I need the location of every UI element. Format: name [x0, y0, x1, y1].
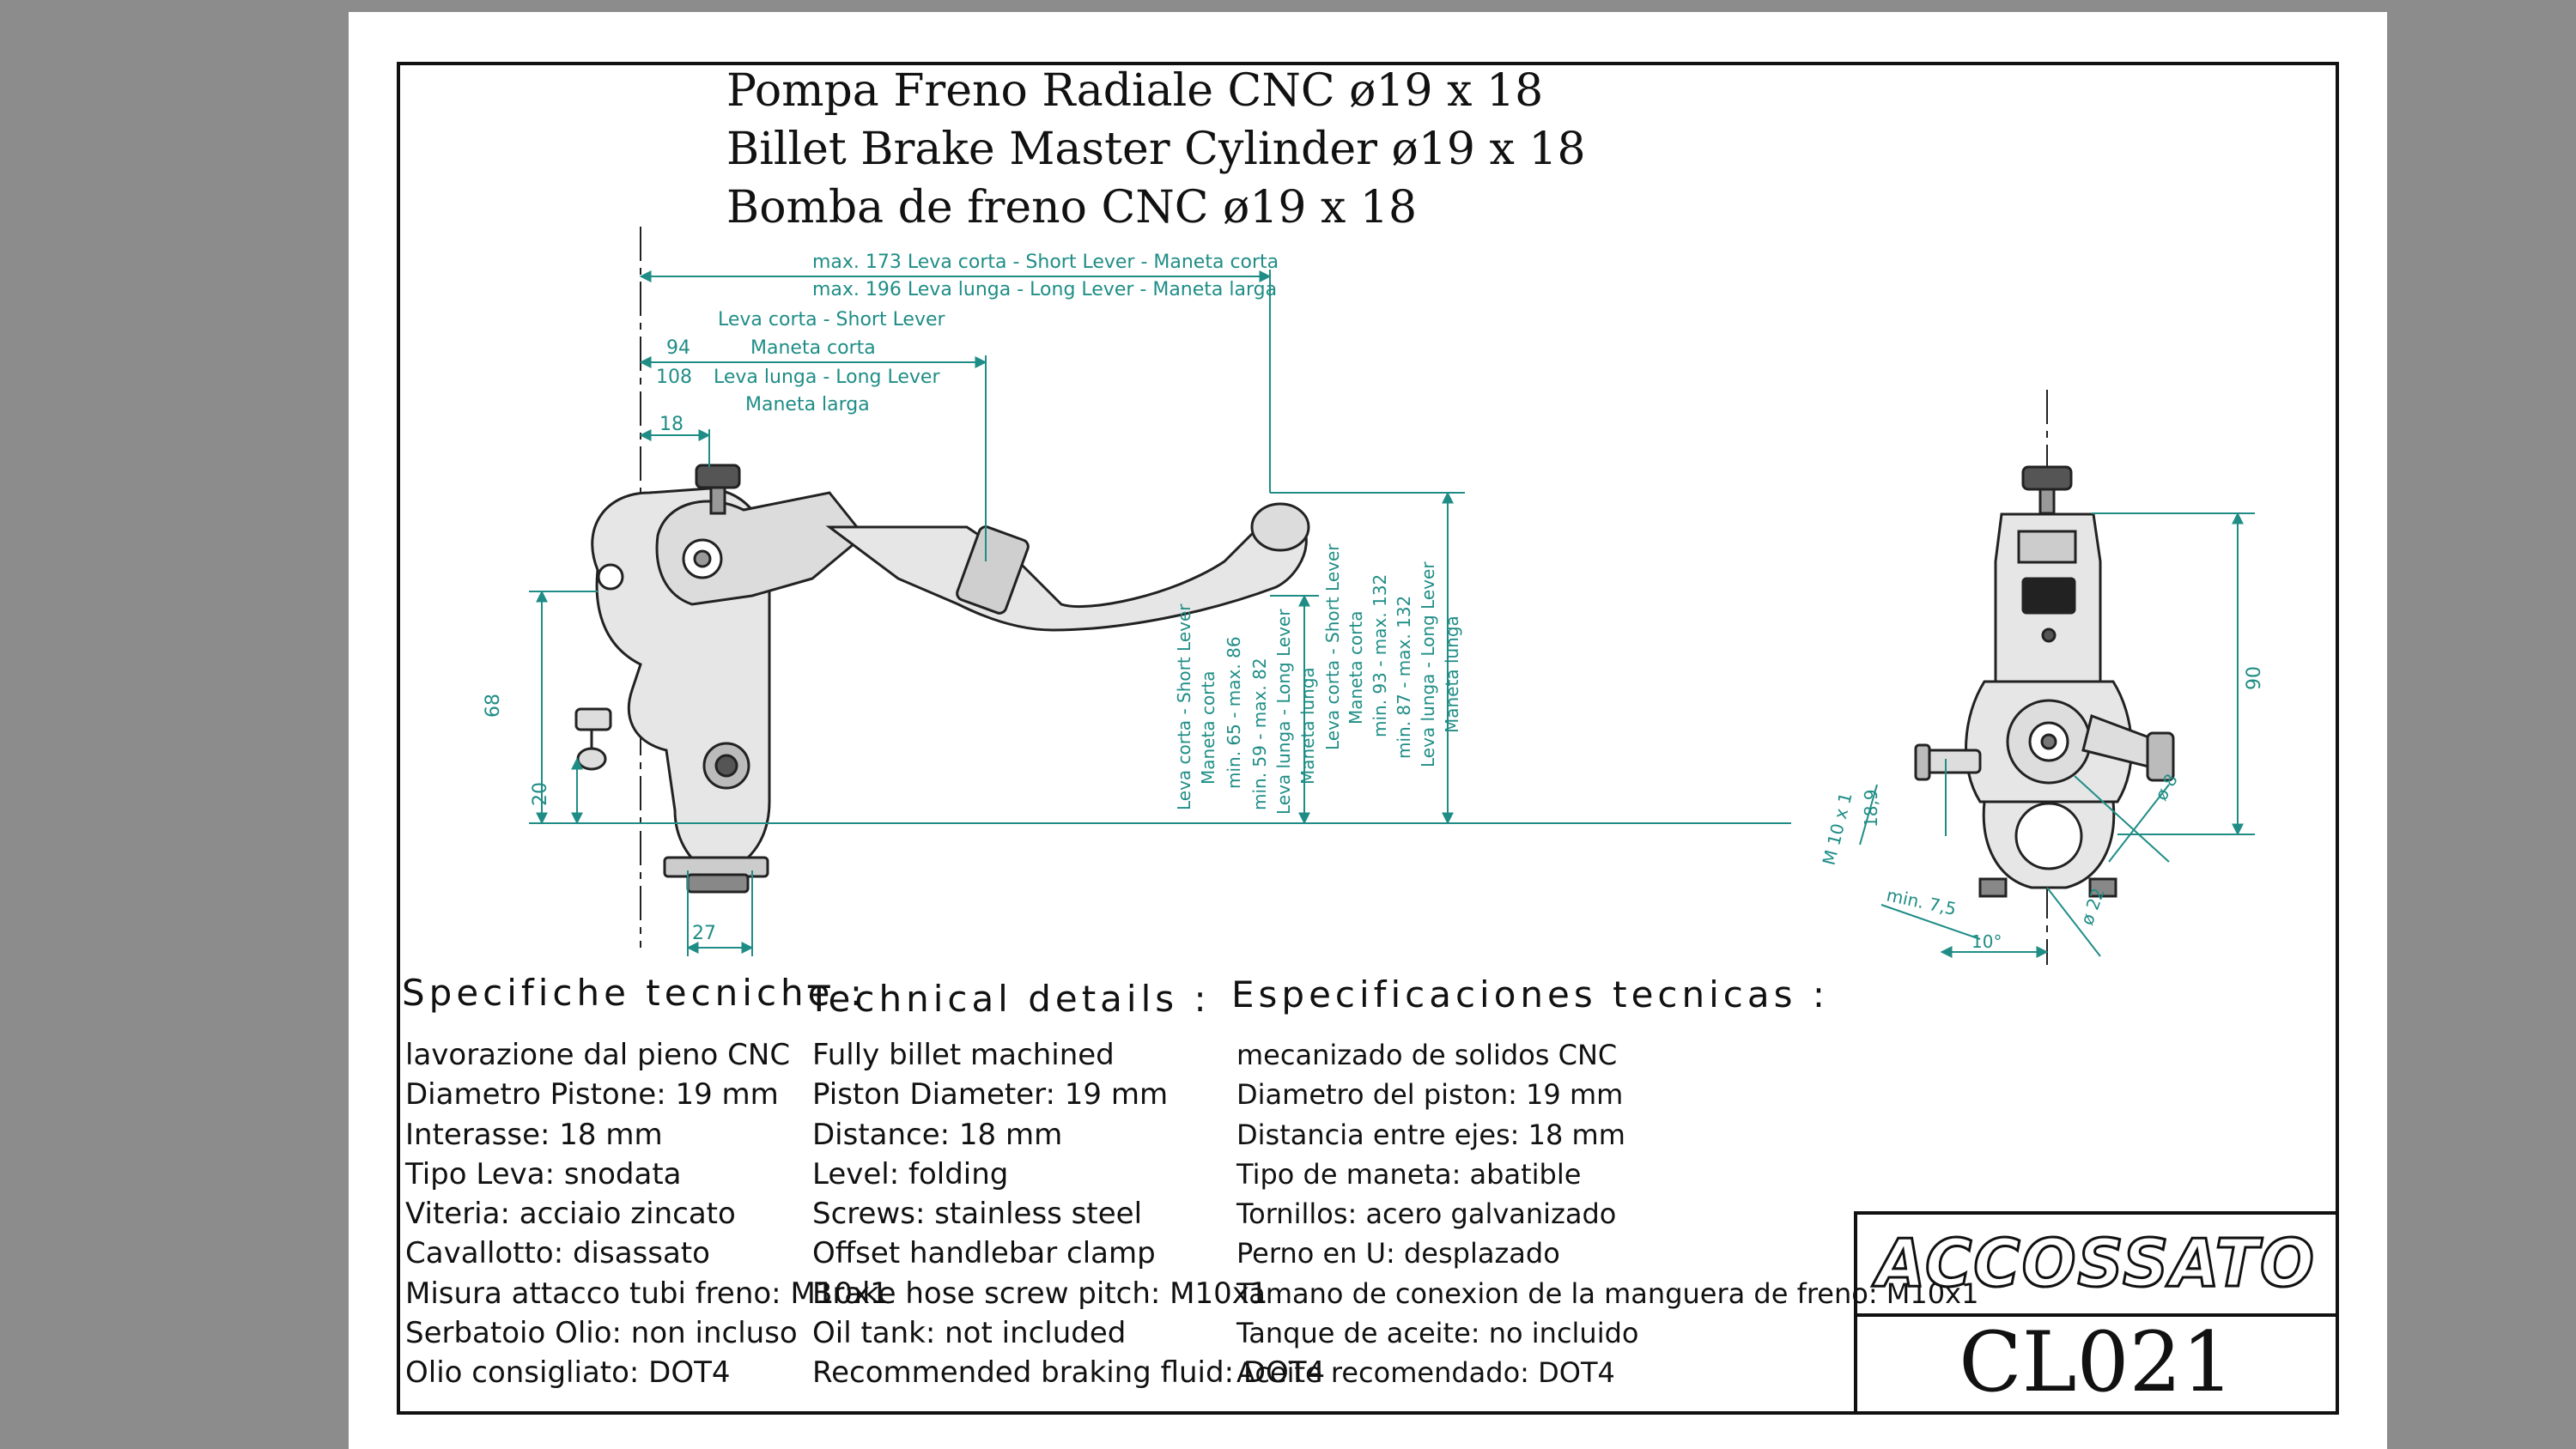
spec-item: Fully billet machined [812, 1038, 1115, 1072]
dim-v2-e: Leva lunga - Long Lever [1418, 561, 1438, 767]
dim-108: 108 [656, 367, 692, 388]
title-italian: Pompa Freno Radiale CNC ø19 x 18 [726, 65, 1544, 117]
spec-item: Piston Diameter: 19 mm [812, 1077, 1169, 1113]
spec-item: lavorazione dal pieno CNC [405, 1038, 791, 1072]
dim-short-lever: Leva corta - Short Lever [718, 309, 946, 330]
spec-item: Viteria: acciaio zincato [405, 1197, 736, 1232]
dim-v1-f: Maneta lunga [1297, 667, 1318, 785]
spec-item: Olio consigliato: DOT4 [405, 1355, 731, 1391]
dim-max-196: max. 196 Leva lunga - Long Lever - Manet… [812, 279, 1277, 300]
spec-list-english: Fully billet machined Piston Diameter: 1… [812, 1035, 1325, 1393]
front-view [1914, 390, 2175, 965]
spec-item: Misura attacco tubi freno: M10x1 [405, 1276, 889, 1311]
technical-drawing: max. 173 Leva corta - Short Lever - Mane… [483, 227, 2265, 965]
spec-item: Serbatoio Olio: non incluso [405, 1316, 798, 1351]
dim-18: 18 [659, 414, 683, 435]
spec-item: Interasse: 18 mm [405, 1117, 663, 1152]
dim-m10: M 10 x 1 [1819, 791, 1856, 868]
spec-item: Recommended braking fluid: DOT4 [812, 1355, 1326, 1391]
dim-v1-a: Leva corta - Short Lever [1174, 603, 1194, 810]
dim-v1-e: Leva lunga - Long Lever [1273, 609, 1294, 815]
spec-item: Tipo de maneta: abatible [1236, 1157, 1582, 1191]
brand-logo-mark: ACCOSSATO [1871, 1223, 2316, 1303]
dim-v2-a: Leva corta - Short Lever [1322, 543, 1343, 750]
side-view [574, 227, 1310, 948]
dim-v2-d: min. 87 - max. 132 [1394, 596, 1414, 759]
dim-v2-b: Maneta corta [1346, 611, 1366, 725]
dim-68: 68 [483, 694, 504, 718]
spec-item: Diametro del piston: 19 mm [1236, 1078, 1624, 1112]
dim-maneta-corta: Maneta corta [750, 337, 876, 359]
spec-item: Cavallotto: disassato [405, 1236, 710, 1271]
spec-item: Oil tank: not included [812, 1316, 1127, 1351]
dim-v1-b: Maneta corta [1198, 671, 1218, 785]
dim-27: 27 [692, 923, 716, 944]
spec-item: Brake hose screw pitch: M10x1 [812, 1276, 1268, 1311]
spec-heading-spanish: Especificaciones tecnicas : [1231, 973, 1830, 1016]
brand-name: ACCOSSATO [1872, 1225, 2316, 1302]
dim-min-7-5: min. 7,5 [1885, 884, 1958, 919]
title-spanish: Bomba de freno CNC ø19 x 18 [726, 182, 1418, 233]
spec-heading-italian: Specifiche tecniche : [402, 972, 867, 1014]
brand-logo: ACCOSSATO [1857, 1215, 2336, 1317]
dim-v1-d: min. 59 - max. 82 [1249, 658, 1270, 810]
spec-item: mecanizado de solidos CNC [1236, 1039, 1618, 1071]
spec-item: Distancia entre ejes: 18 mm [1236, 1118, 1625, 1151]
dim-maneta-larga: Maneta larga [745, 394, 870, 415]
drawing-sheet: Pompa Freno Radiale CNC ø19 x 18 Billet … [349, 12, 2387, 1449]
dim-20: 20 [530, 782, 551, 806]
spec-heading-english: Technical details : [808, 978, 1211, 1020]
spec-item: Tanque de aceite: no incluido [1236, 1317, 1639, 1350]
spec-item: Level: folding [812, 1156, 1009, 1191]
dim-v2-c: min. 93 - max. 132 [1370, 574, 1390, 737]
dim-v1-c: min. 65 - max. 86 [1224, 636, 1244, 789]
dim-phi-22: ø 22 [2076, 885, 2109, 928]
spec-item: Tipo Leva: snodata [405, 1156, 682, 1191]
drawing-frame [397, 62, 2339, 1415]
spec-item: Perno en U: desplazado [1236, 1237, 1560, 1270]
dim-long-lever: Leva lunga - Long Lever [714, 367, 940, 388]
dim-94: 94 [666, 337, 690, 359]
dim-90: 90 [2244, 666, 2265, 690]
spec-item: Tornillos: acero galvanizado [1236, 1197, 1617, 1231]
spec-item: Screws: stainless steel [812, 1197, 1143, 1232]
spec-item: Offset handlebar clamp [812, 1236, 1156, 1271]
dim-10-deg: 10° [1971, 931, 2002, 952]
dim-max-173: max. 173 Leva corta - Short Lever - Mane… [812, 252, 1279, 273]
dim-v2-f: Maneta lunga [1442, 615, 1462, 733]
spec-item: Aceite recomendado: DOT4 [1236, 1356, 1615, 1390]
spec-item: Distance: 18 mm [812, 1117, 1063, 1152]
title-english: Billet Brake Master Cylinder ø19 x 18 [726, 124, 1586, 175]
title-block: ACCOSSATO CL021 [1854, 1211, 2339, 1415]
spec-list-italian: lavorazione dal pieno CNC Diametro Pisto… [405, 1035, 889, 1393]
model-code: CL021 [1959, 1314, 2234, 1410]
spec-item: Diametro Pistone: 19 mm [405, 1077, 779, 1113]
dim-18-9: 18,9 [1861, 789, 1881, 828]
